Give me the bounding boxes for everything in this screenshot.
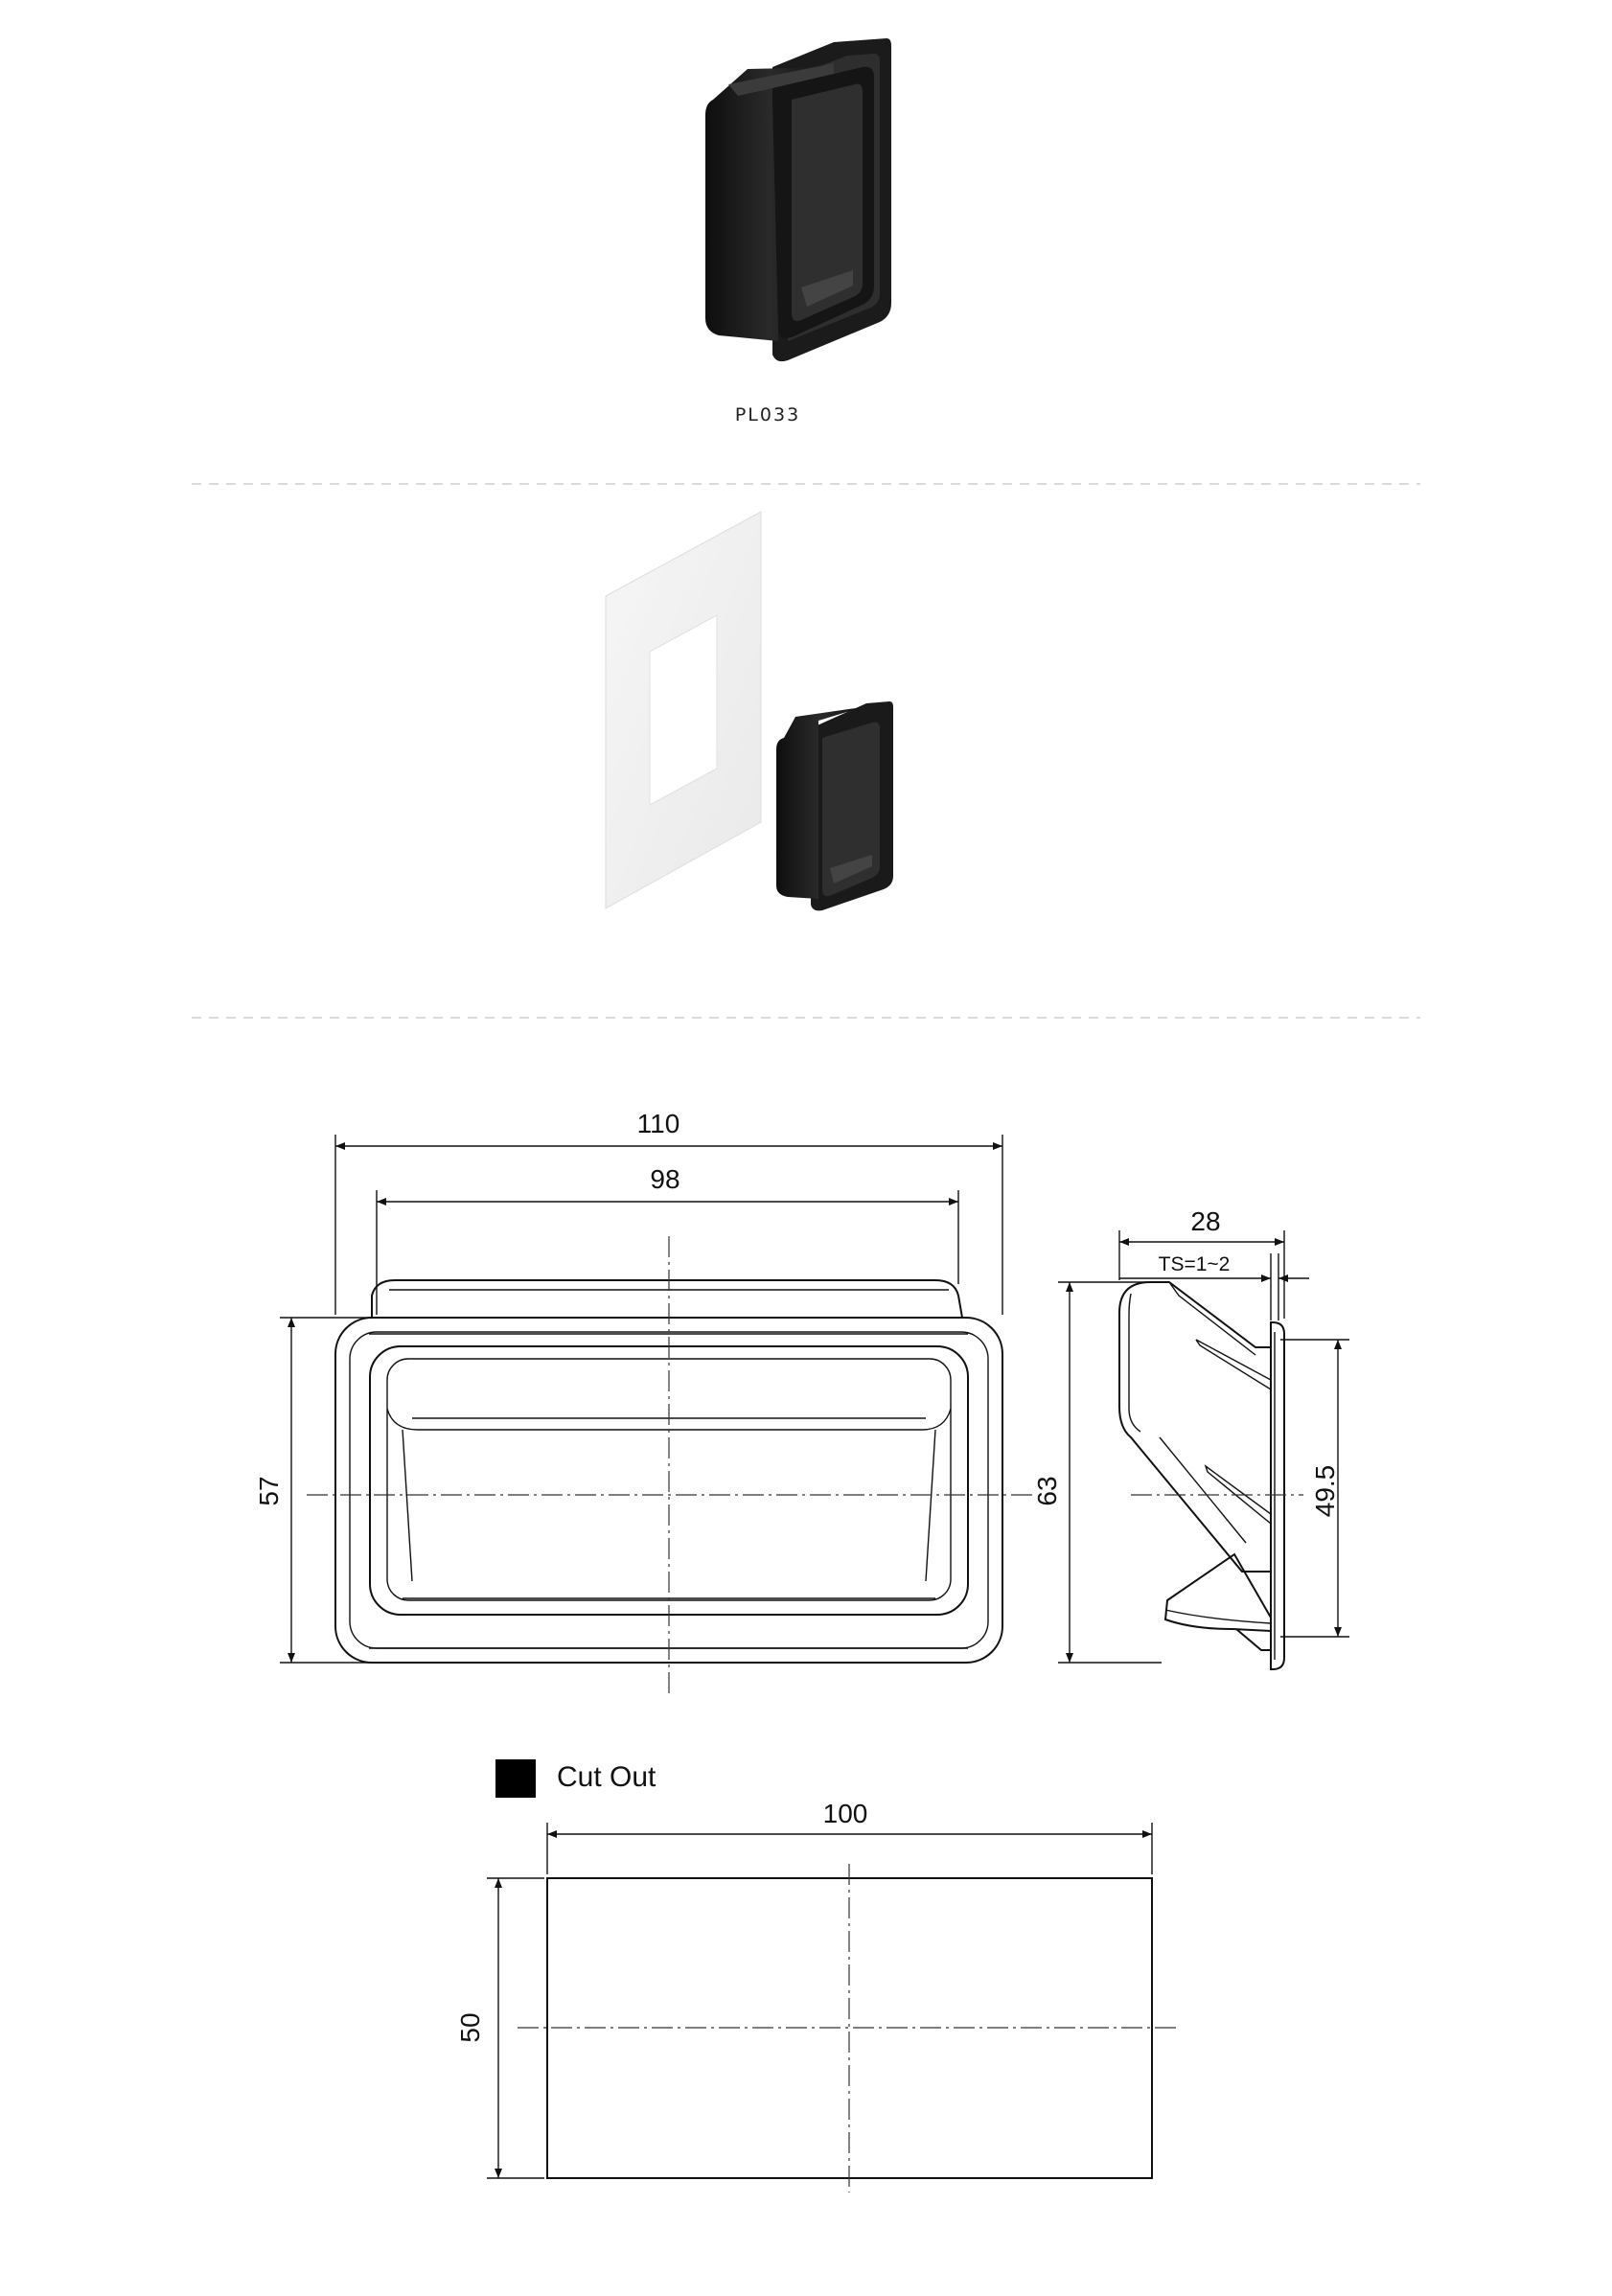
dim-depth: 28 <box>1190 1206 1220 1236</box>
product-render-main: PL033 <box>705 38 891 425</box>
cut-out-drawing: Cut Out 100 50 <box>455 1759 1181 2193</box>
dim-overall-width: 110 <box>637 1109 680 1138</box>
dim-panel-thickness: TS=1~2 <box>1159 1253 1231 1275</box>
dim-overall-height: 63 <box>1032 1476 1062 1505</box>
cut-out-width: 100 <box>823 1799 868 1828</box>
cut-out-label: Cut Out <box>557 1761 656 1793</box>
dim-height: 57 <box>254 1476 284 1505</box>
dim-inner-height: 49.5 <box>1310 1465 1340 1518</box>
product-code-caption: PL033 <box>735 404 800 425</box>
installation-render <box>605 511 893 911</box>
dim-inner-width: 98 <box>650 1164 679 1194</box>
cut-out-height: 50 <box>455 2012 485 2042</box>
front-view-drawing: 110 98 57 <box>254 1109 1035 1696</box>
side-view-drawing: 28 TS=1~2 63 49.5 <box>1032 1206 1349 1670</box>
cut-out-legend-swatch <box>495 1759 536 1798</box>
